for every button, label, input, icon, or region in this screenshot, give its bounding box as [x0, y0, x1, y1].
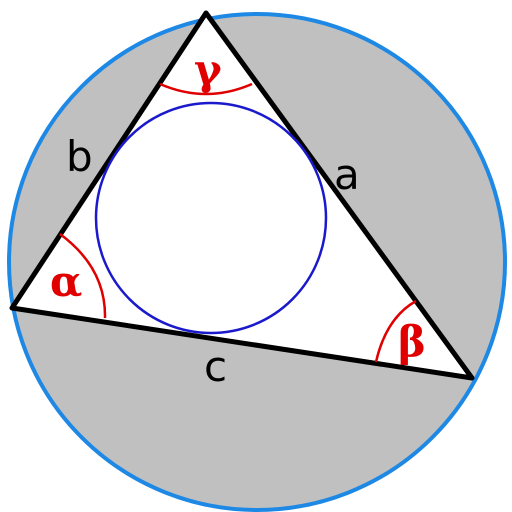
side-label-c: c — [204, 342, 227, 391]
angle-arc-alpha — [59, 232, 107, 319]
angle-label-gamma: γ — [194, 45, 222, 94]
angle-arc-beta — [374, 299, 417, 363]
side-label-b: b — [66, 132, 93, 181]
angle-label-beta: β — [398, 317, 426, 366]
side-label-a: a — [334, 150, 360, 199]
incircle — [94, 101, 328, 335]
angle-arc-gamma — [159, 82, 253, 96]
angle-label-alpha: α — [50, 257, 82, 306]
